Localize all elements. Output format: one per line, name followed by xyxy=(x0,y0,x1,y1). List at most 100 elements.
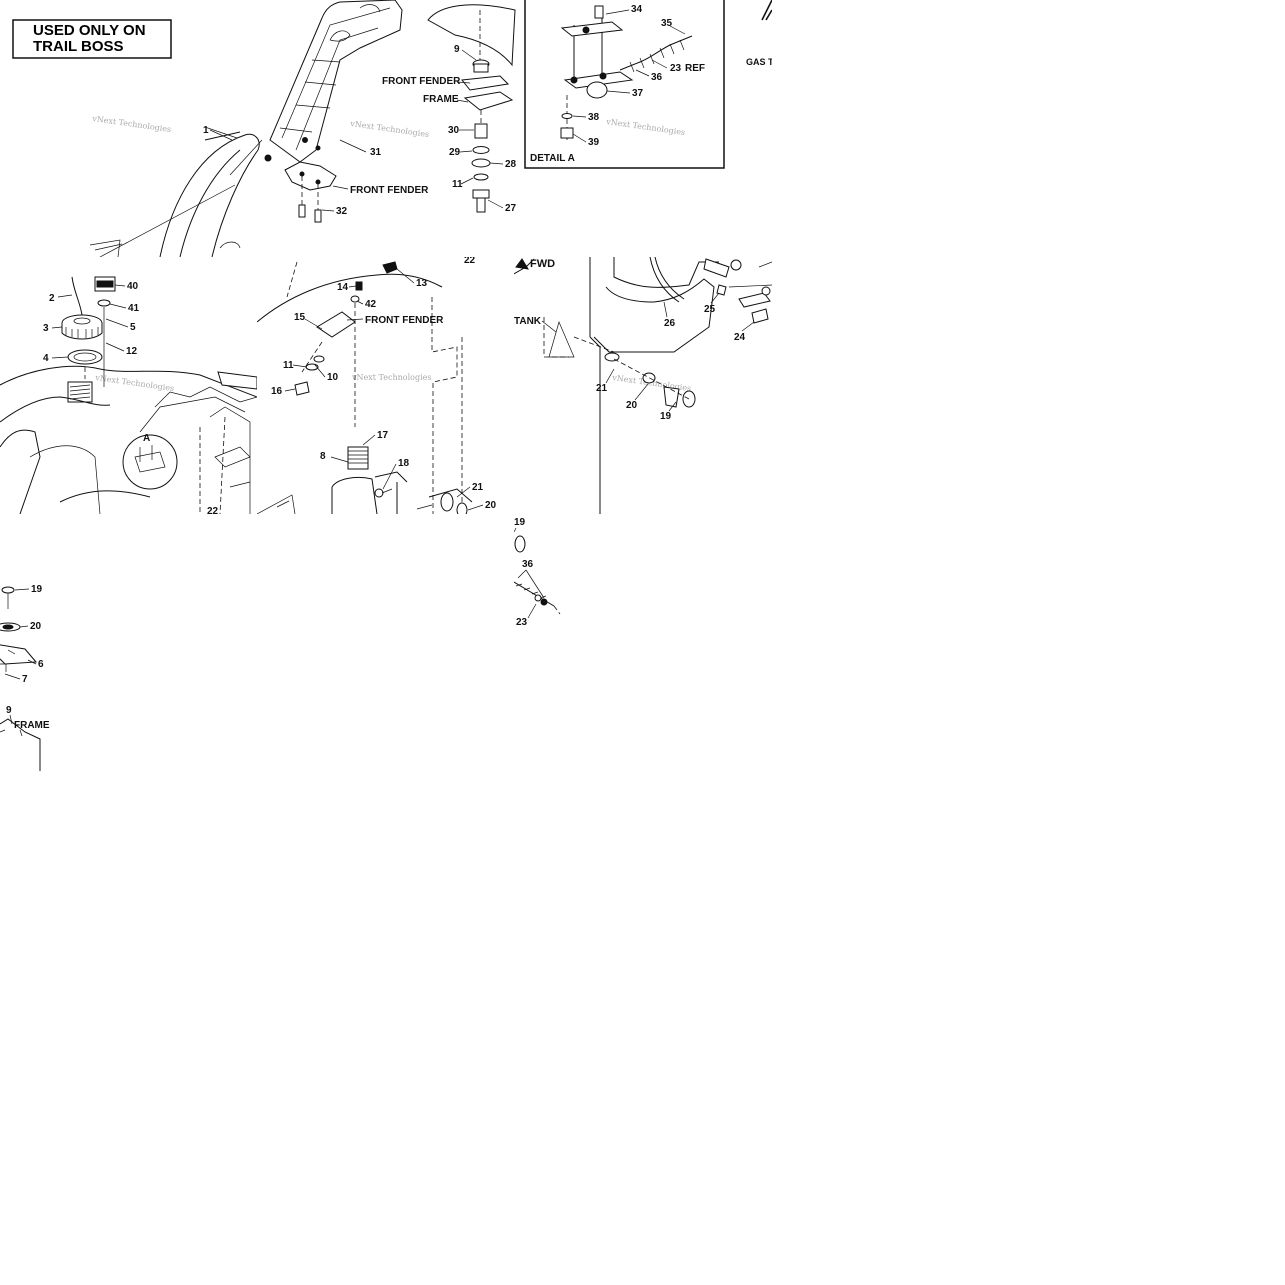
label-detail-a: DETAIL A xyxy=(530,153,575,164)
filler-neck xyxy=(331,446,408,514)
vent-valve xyxy=(94,276,116,292)
tank-body xyxy=(589,257,719,337)
callout-numbers: 1 31 32 9 30 29 28 11 27 34 35 36 23 37 … xyxy=(203,4,682,217)
fender-body xyxy=(89,126,263,257)
leader-lines xyxy=(541,292,755,412)
callout-number: 19 xyxy=(514,517,526,528)
callout-number: 37 xyxy=(632,88,644,99)
callout-number: 35 xyxy=(661,18,673,29)
callout-number: 36 xyxy=(651,72,663,83)
watermark: vNext Technologies xyxy=(351,373,431,382)
leader-lines xyxy=(284,268,484,511)
callout-number: 39 xyxy=(588,137,600,148)
label-front-fender: FRONT FENDER xyxy=(350,185,429,196)
used-only-on-line1: USED ONLY ON xyxy=(33,22,146,39)
callout-number: 25 xyxy=(704,304,716,315)
callout-number: 19 xyxy=(660,411,672,422)
watermark: vNext Technologies xyxy=(94,373,175,393)
callout-number: 14 xyxy=(337,282,349,293)
callout-number: 27 xyxy=(505,203,517,214)
gas-cap xyxy=(61,314,103,340)
fender-bracket xyxy=(264,0,403,163)
callout-number: 15 xyxy=(294,312,306,323)
callout-number: 21 xyxy=(596,383,608,394)
callout-number: 34 xyxy=(631,4,643,15)
callout-numbers: 19 36 23 xyxy=(514,517,534,628)
detail-a-circle xyxy=(122,434,178,490)
fuel-line-drawing: vNext Technologies FWD xyxy=(514,257,772,514)
diagram-tile-gas-cap: vNext Technologies A xyxy=(0,257,257,514)
label-tank: TANK xyxy=(514,316,542,327)
fwd-arrow: FWD xyxy=(514,258,555,275)
hardware-stack xyxy=(461,59,514,213)
fitting xyxy=(514,581,561,615)
label-frame: FRAME xyxy=(14,720,50,731)
callout-number: 21 xyxy=(472,482,484,493)
diagram-tile-front-fender: USED ONLY ON TRAIL BOSS vNext Technologi… xyxy=(0,0,772,257)
callout-number: 1 xyxy=(203,125,209,136)
mount-bracket xyxy=(316,311,356,338)
callout-number: 17 xyxy=(377,430,389,441)
watermark: vNext Technologies xyxy=(91,114,172,134)
callout-number: 9 xyxy=(6,705,12,716)
detail-a-marker: A xyxy=(143,433,150,444)
front-fender-drawing: USED ONLY ON TRAIL BOSS vNext Technologi… xyxy=(12,0,772,257)
fuel-hose xyxy=(649,257,680,303)
watermark: vNext Technologies xyxy=(349,119,430,139)
washer xyxy=(514,535,526,553)
callout-number: 11 xyxy=(452,179,463,190)
callout-number: 3 xyxy=(43,323,49,334)
valve-fitting-drawing: 19 36 23 xyxy=(514,517,561,628)
gas-cap-drawing: vNext Technologies A xyxy=(0,276,257,514)
callout-number: 28 xyxy=(505,159,517,170)
tank-outline xyxy=(0,365,257,398)
diagram-tile-fuel-line: vNext Technologies FWD xyxy=(514,257,772,514)
gasket xyxy=(67,349,103,365)
fender-arc xyxy=(257,273,443,323)
callout-numbers: 26 25 24 21 20 19 xyxy=(596,304,746,422)
callout-number: 20 xyxy=(485,500,497,511)
callout-number: 19 xyxy=(31,584,43,595)
callout-number: 11 xyxy=(283,360,294,371)
frame-mount-drawing: FRAME 19 20 6 7 9 xyxy=(0,584,50,771)
used-only-on-line2: TRAIL BOSS xyxy=(33,38,124,55)
tank-top xyxy=(427,4,516,67)
label-fwd: FWD xyxy=(530,258,555,270)
callout-number: 24 xyxy=(734,332,746,343)
callout-number: 31 xyxy=(370,147,382,158)
callout-number: 12 xyxy=(126,346,138,357)
detail-a-box xyxy=(524,0,725,169)
callout-number: 20 xyxy=(30,621,42,632)
callout-number: 6 xyxy=(38,659,44,670)
leader-lines xyxy=(209,9,686,212)
diagram-tile-tank-mount: vNext Technologies 22 xyxy=(257,257,514,514)
callout-number: 22 xyxy=(464,257,476,266)
callout-number: 36 xyxy=(522,559,534,570)
fender-plate xyxy=(284,161,337,191)
callout-number: 42 xyxy=(365,299,377,310)
exploded-parts-diagram: USED ONLY ON TRAIL BOSS vNext Technologi… xyxy=(0,0,772,772)
fuel-valve xyxy=(703,258,772,324)
callout-number: 30 xyxy=(448,125,460,136)
frame-plate xyxy=(0,718,41,771)
leader-lines xyxy=(4,588,37,737)
frame-bracket xyxy=(0,644,38,665)
callout-number: 2 xyxy=(49,293,55,304)
label-gas-tank: GAS T xyxy=(746,57,772,67)
callout-numbers: 19 20 6 7 9 xyxy=(6,584,44,716)
callout-number: 16 xyxy=(271,386,283,397)
callout-number: 32 xyxy=(336,206,348,217)
label-front-fender: FRONT FENDER xyxy=(382,76,461,87)
callout-number: 29 xyxy=(449,147,461,158)
callout-number: 4 xyxy=(43,353,49,364)
callout-number: 26 xyxy=(664,318,676,329)
watermark: vNext Technologies xyxy=(605,117,686,137)
screw xyxy=(298,204,322,223)
callout-number: 40 xyxy=(127,281,139,292)
label-front-fender: FRONT FENDER xyxy=(365,315,444,326)
clip xyxy=(382,261,398,274)
callout-number: 23 xyxy=(670,63,682,74)
filler-neck xyxy=(67,381,93,403)
callout-number: 10 xyxy=(327,372,339,383)
